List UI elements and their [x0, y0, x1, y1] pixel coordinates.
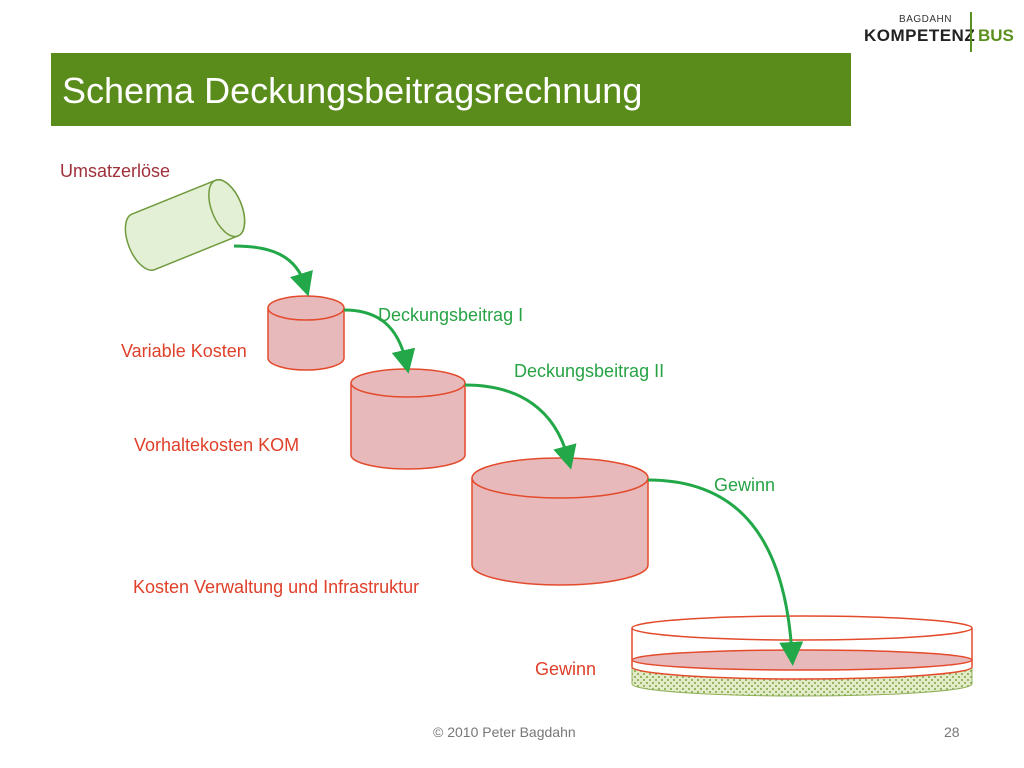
- label-umsatzerloese: Umsatzerlöse: [60, 161, 171, 181]
- company-logo: BAGDAHN KOMPETENZ BUS: [862, 12, 1014, 52]
- label-gewinn-arrow: Gewinn: [714, 475, 776, 495]
- logo-bus-text: BUS: [978, 26, 1014, 45]
- holding-costs-cylinder: [350, 368, 466, 470]
- label-variable-kosten: Variable Kosten: [121, 341, 247, 361]
- label-deckungsbeitrag-1: Deckungsbeitrag I: [378, 305, 524, 325]
- flow-arrow-profit: [647, 478, 804, 666]
- flow-arrow-db1: [343, 308, 416, 374]
- logo-kompetenz-text: KOMPETENZ: [864, 26, 976, 45]
- logo-divider: [970, 12, 972, 52]
- revenue-cylinder: [124, 179, 246, 271]
- label-deckungsbeitrag-2: Deckungsbeitrag II: [514, 361, 665, 381]
- label-gewinn-base: Gewinn: [535, 659, 597, 679]
- variable-costs-cylinder: [267, 295, 345, 371]
- slide-title: Schema Deckungsbeitragsrechnung: [62, 70, 643, 111]
- footer-copyright: © 2010 Peter Bagdahn: [433, 724, 576, 740]
- label-kosten-verwaltung: Kosten Verwaltung und Infrastruktur: [133, 577, 420, 597]
- flow-arrow-revenue-to-variable: [233, 244, 313, 297]
- admin-costs-cylinder: [471, 457, 649, 586]
- title-bar: Schema Deckungsbeitragsrechnung: [51, 53, 851, 126]
- logo-bagdahn-text: BAGDAHN: [899, 14, 952, 25]
- profit-basin: [631, 615, 973, 697]
- flow-arrow-db2: [464, 383, 577, 470]
- page-number: 28: [944, 724, 960, 740]
- label-vorhaltekosten: Vorhaltekosten KOM: [134, 435, 300, 455]
